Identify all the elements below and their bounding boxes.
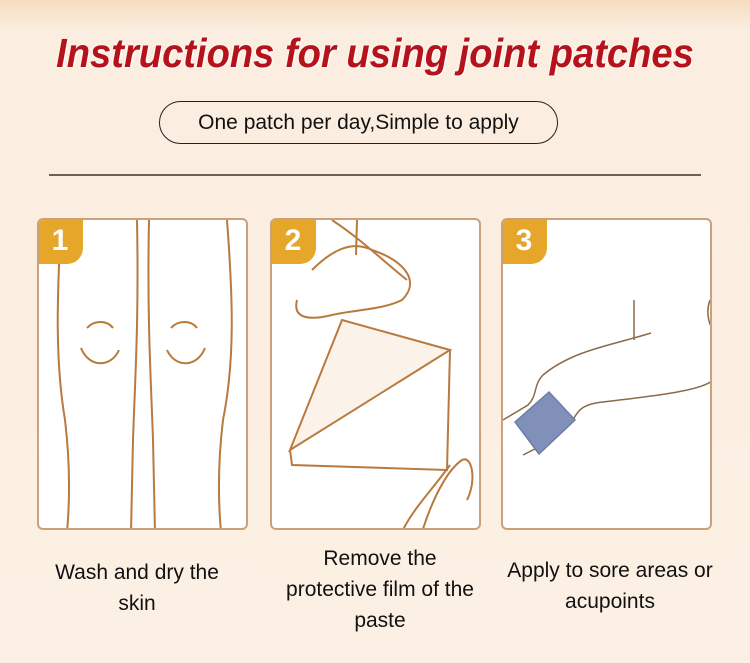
knees-illustration: [56, 220, 233, 528]
step-1-panel: 1: [37, 218, 248, 530]
step-2-panel: 2: [270, 218, 481, 530]
subtitle-pill: One patch per day,Simple to apply: [159, 101, 558, 144]
step-3-caption: Apply to sore areas or acupoints: [507, 559, 713, 613]
step-1-caption: Wash and dry the skin: [55, 561, 219, 615]
arm-patch-illustration: [503, 299, 710, 456]
step-number-badge: 2: [272, 220, 316, 264]
page-title: Instructions for using joint patches: [56, 30, 694, 76]
divider: [49, 174, 701, 176]
step-number-badge: 3: [503, 220, 547, 264]
peel-film-illustration: [287, 220, 474, 528]
step-3-panel: 3: [501, 218, 712, 530]
step-2-caption: Remove the protective film of the paste: [286, 547, 474, 632]
step-number-badge: 1: [39, 220, 83, 264]
